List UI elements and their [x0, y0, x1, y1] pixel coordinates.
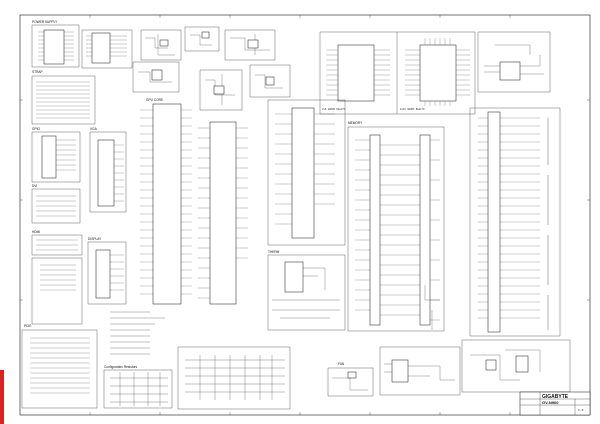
section-title-config-resistors: Configuration Resistors	[104, 365, 138, 369]
block-fan: FAN	[327, 362, 374, 397]
company-name: GIGABYTE	[542, 394, 569, 400]
block-therm: THERM	[267, 250, 346, 331]
block-gpu-core-3	[267, 99, 346, 246]
block-vga: VGA	[89, 127, 127, 213]
memory-chip-b-label: 2x16 GDDR5 BGA170	[400, 108, 425, 111]
block-config-resistors: Configuration Resistors	[103, 365, 173, 409]
sheet-border	[19, 14, 591, 416]
section-title-dvi: DVI	[32, 184, 37, 188]
frame-ticks	[20, 15, 590, 415]
block-display-left: DISPLAY	[87, 237, 127, 305]
revision-label: 1.0	[578, 408, 584, 412]
block-edge-connector	[469, 107, 561, 337]
block-mid-notes	[110, 311, 165, 355]
section-title-vga: VGA	[90, 127, 98, 131]
section-title-gpu-core: GPU CORE	[146, 98, 163, 102]
block-power-supply: POWER SUPPLY	[31, 20, 80, 68]
block-regulator-1	[140, 29, 182, 61]
block-regulator-3	[224, 29, 276, 61]
section-title-therm: THERM	[268, 250, 280, 254]
block-memory-chips: 2x8 GDDR5 BGA170 2x16 GDDR5 BGA170	[319, 31, 476, 115]
section-title-power-supply: POWER SUPPLY	[32, 20, 58, 24]
block-bottom-power	[177, 346, 291, 410]
red-side-tab	[0, 370, 4, 424]
block-gpu-core-1: GPU CORE	[140, 98, 192, 305]
section-title-display: DISPLAY	[88, 237, 102, 241]
block-misc-circuit	[461, 339, 571, 393]
block-rom	[31, 257, 83, 325]
section-title-pcie: PCIE	[24, 324, 31, 328]
block-top-right-circuit	[477, 31, 551, 93]
section-title-hdmi: HDMI	[32, 230, 40, 234]
block-regulator-2	[184, 26, 220, 52]
model-name: GV-N960	[542, 400, 559, 405]
section-title-strap: STRAP	[32, 70, 43, 74]
block-gpio: GPIO	[31, 127, 81, 183]
block-dvi: DVI	[31, 184, 81, 224]
title-block: GIGABYTE GV-N960 1.0	[519, 391, 591, 416]
block-config-top	[81, 29, 133, 69]
block-regulator-5	[199, 69, 243, 111]
block-memory-interface: MEMORY	[347, 121, 445, 332]
section-title-fan: FAN	[338, 362, 345, 366]
block-gpu-core-2	[198, 121, 248, 305]
memory-chip-a-label: 2x8 GDDR5 BGA170	[322, 108, 346, 111]
block-regulator-6	[249, 64, 291, 98]
block-strap: STRAP	[31, 70, 96, 125]
block-hdmi: HDMI	[31, 230, 83, 256]
section-title-memory: MEMORY	[348, 121, 363, 125]
block-regulator-4	[132, 61, 180, 93]
section-title-gpio: GPIO	[32, 127, 40, 131]
block-pcie: PCIE	[21, 324, 98, 409]
block-fan-controller	[379, 346, 461, 396]
